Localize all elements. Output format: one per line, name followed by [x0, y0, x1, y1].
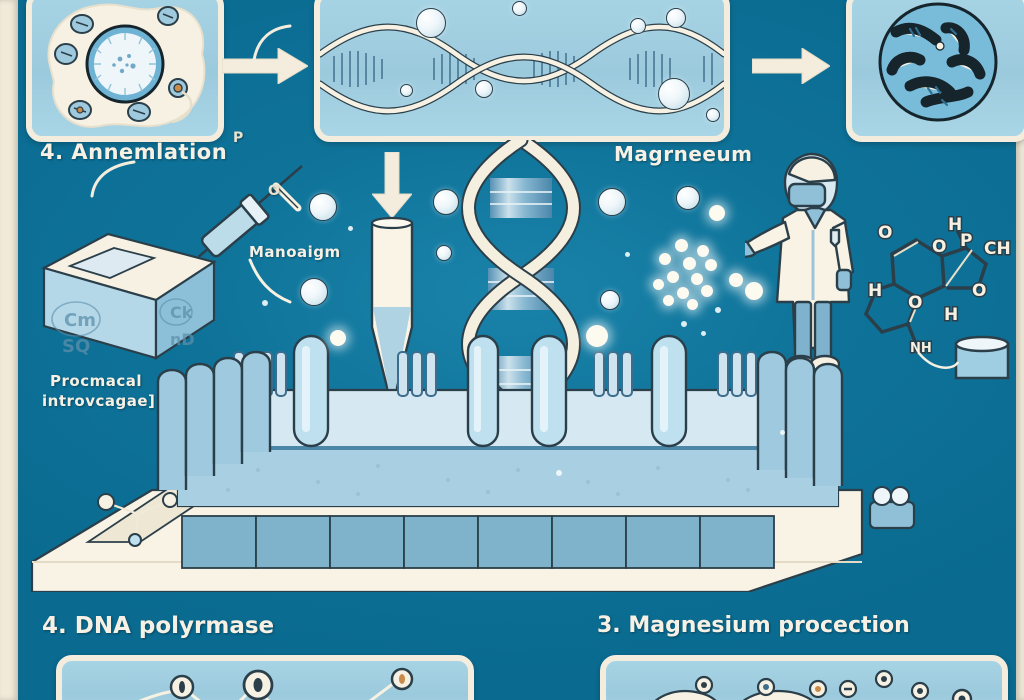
label-magnesium-top: Magrneeum [614, 142, 753, 166]
nucleotide-panel-left [56, 655, 474, 700]
svg-text:Cm: Cm [64, 310, 96, 331]
glow-particle [745, 282, 763, 300]
svg-text:P: P [960, 231, 972, 251]
svg-text:O: O [932, 237, 946, 257]
arrow-down-1 [372, 152, 412, 218]
label-protocol-line-1: Procmacal [50, 372, 142, 390]
particle [556, 470, 562, 476]
particle [262, 300, 268, 306]
tip-connector [252, 24, 292, 62]
label-manoaigm: Manoaigm [249, 243, 341, 261]
glow-particle [709, 205, 725, 221]
svg-text:CH: CH [984, 239, 1011, 259]
label-protocol-line-2: introvcagae] [42, 392, 156, 410]
arrow-right-1 [222, 48, 308, 84]
bubble [433, 189, 459, 215]
small-instrument [868, 486, 916, 530]
bubble [706, 108, 720, 122]
bubble [416, 8, 446, 38]
cell-panel [26, 0, 224, 142]
bubble [676, 186, 700, 210]
reagent-box: Cm SQ Ck nD [41, 232, 217, 360]
chromosome-panel [846, 0, 1024, 142]
svg-text:SQ: SQ [62, 336, 90, 357]
bubble [512, 1, 527, 16]
svg-text:nD: nD [170, 330, 195, 349]
arrow-right-2 [752, 48, 830, 84]
svg-text:H: H [948, 215, 962, 235]
bubble [309, 193, 337, 221]
svg-text:Ck: Ck [170, 303, 193, 322]
particle [348, 226, 353, 231]
page-edge-left [0, 0, 18, 700]
particle [780, 430, 785, 435]
particle [625, 252, 630, 257]
label-tip-o: O [268, 183, 281, 199]
svg-text:O: O [878, 223, 892, 243]
bubble [600, 290, 620, 310]
caption-dna-polymerase: 4. DNA polyrmase [42, 613, 275, 639]
svg-text:H: H [868, 281, 882, 301]
pipette-syringe [197, 165, 303, 258]
nucleotide-molecule-diagram: O H P CH O O H H O NH [864, 214, 1012, 380]
dna-strand-panel [314, 0, 730, 142]
glow-particle [586, 325, 608, 347]
svg-text:H: H [944, 305, 958, 325]
small-molecule-sketch [97, 492, 178, 547]
manoaigm-connector [248, 258, 292, 304]
nucleotide-panel-right [600, 655, 1008, 700]
bubble [475, 80, 493, 98]
scientist-figure [745, 152, 855, 374]
label-tip-p: P [233, 130, 244, 146]
glow-particle [330, 330, 346, 346]
svg-text:O: O [908, 293, 922, 313]
bubble [400, 84, 413, 97]
gel-electrophoresis-platform [30, 334, 864, 592]
bubble [630, 18, 646, 34]
bubble [658, 78, 690, 110]
bubble [436, 245, 452, 261]
bubble [666, 8, 686, 28]
caption-magnesium-protection: 3. Magnesium procection [597, 613, 910, 638]
magnesium-ion-cluster [645, 235, 775, 350]
svg-text:O: O [972, 281, 986, 301]
label-annealing: 4. Annemlation [40, 140, 228, 164]
bubble [300, 278, 328, 306]
svg-text:NH: NH [910, 341, 932, 356]
annealing-connector [90, 160, 136, 198]
page-edge-right [1016, 0, 1024, 700]
bubble [598, 188, 626, 216]
